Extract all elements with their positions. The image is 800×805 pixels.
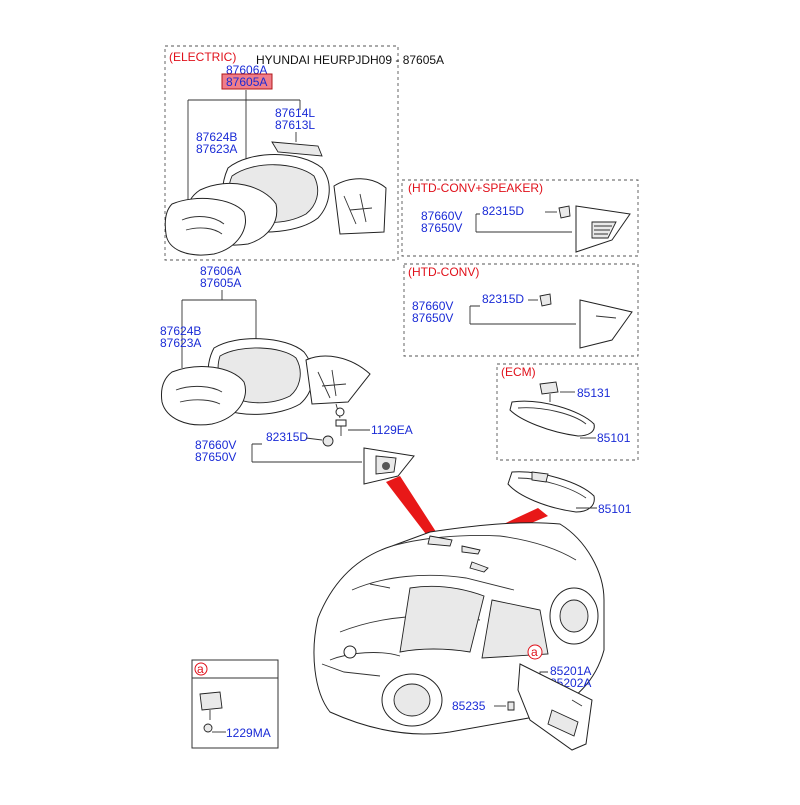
part-number-87660v-speaker[interactable]: 87660V [421,209,462,223]
part-number-1229ma[interactable]: 1229MA [226,726,271,740]
ecm-mirror-drawing [509,400,595,437]
part-number-87624b[interactable]: 87624B [196,130,237,144]
callout-a-detail-text: a [197,662,204,676]
part-number-87605a-manual[interactable]: 87605A [200,276,241,290]
manual-mirror-drawing [161,338,371,426]
part-number-87605a-highlighted[interactable]: 87605A [226,75,267,89]
callout-a-sunvisor-text: a [531,645,538,659]
part-number-85101-ecm[interactable]: 85101 [597,431,631,445]
htd-conv-border [403,263,639,357]
manual-mirror-group: 87606A 87605A 87624B 87623A 1129EA 82315… [160,264,415,485]
trim-cover-leader-conv [469,305,576,325]
part-number-1129ea[interactable]: 1129EA [371,423,413,437]
callout-a-sunvisor [527,644,543,660]
trim-cover-leader-manual [251,443,362,463]
clip-icon-speaker [558,205,571,219]
pointer-outside-mirror [386,476,440,542]
detail-a-box: a 1229MA [191,659,279,749]
retainer-icon [507,701,515,711]
bolt-1129ea-drawing [335,419,347,436]
part-number-87660v-conv[interactable]: 87660V [412,299,453,313]
sunvisor-drawing [517,663,593,751]
clip-icon-manual [322,435,334,447]
part-number-87623a[interactable]: 87623A [196,142,237,156]
clip-leader-manual [305,437,323,441]
part-number-82315d-manual[interactable]: 82315D [266,430,308,444]
highlighted-part-box [221,73,273,90]
trim-cover-speaker-drawing [575,205,631,253]
clip-icon-conv [539,293,552,307]
electric-section: (ELECTRIC) HYUNDAI HEURPJDH09 - 87605A 8… [164,45,444,261]
inside-mirror-drawing [507,471,595,513]
part-number-87613l[interactable]: 87613L [275,118,315,132]
electric-mirror-drawing [164,141,387,256]
part-number-82315d-conv[interactable]: 82315D [482,292,524,306]
part-number-87614l[interactable]: 87614L [275,106,315,120]
htd-conv-section: (HTD-CONV) 82315D 87660V 87650V [403,263,639,357]
ecm-cover-drawing [539,381,559,402]
electric-section-border [164,45,399,261]
part-number-85101[interactable]: 85101 [598,502,632,516]
htd-conv-label: (HTD-CONV) [408,265,479,279]
callout-a-detail [194,662,208,676]
part-number-87650v-manual[interactable]: 87650V [195,450,236,464]
electric-section-label: (ELECTRIC) [169,50,236,64]
part-number-87606a-manual[interactable]: 87606A [200,264,241,278]
part-number-87660v-manual[interactable]: 87660V [195,438,236,452]
ecm-label: (ECM) [501,365,536,379]
electric-leader-lines [187,90,301,200]
part-number-87624b-manual[interactable]: 87624B [160,324,201,338]
manual-leader-lines [181,290,257,368]
htd-conv-speaker-section: (HTD-CONV+SPEAKER) 82315D 87660V 87650V [401,179,639,257]
trim-cover-conv-drawing [579,299,633,349]
part-number-85235[interactable]: 85235 [452,699,486,713]
diagram-caption: HYUNDAI HEURPJDH09 - 87605A [256,53,444,67]
ecm-border [496,363,639,461]
part-number-85131[interactable]: 85131 [577,386,611,400]
trim-cover-leader-speaker [475,213,572,233]
part-number-87650v-conv[interactable]: 87650V [412,311,453,325]
part-number-85201a[interactable]: 85201A [550,664,591,678]
sunvisor-group: a 85201A 85202A 85235 [452,644,593,751]
trim-cover-manual-drawing [363,447,415,485]
screw-drawing [199,691,223,733]
part-number-82315d-speaker[interactable]: 82315D [482,204,524,218]
part-number-87623a-manual[interactable]: 87623A [160,336,201,350]
part-number-87650v-speaker[interactable]: 87650V [421,221,462,235]
ecm-section: (ECM) 85131 85101 [496,363,639,461]
htd-conv-speaker-label: (HTD-CONV+SPEAKER) [408,181,543,195]
